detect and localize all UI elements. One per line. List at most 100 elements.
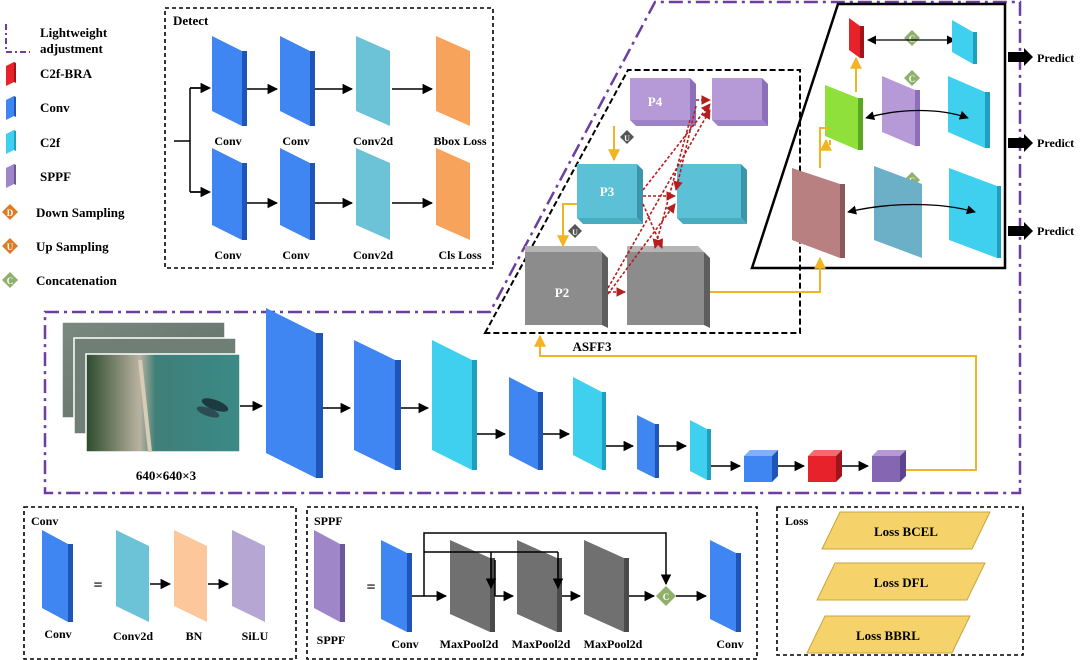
predict-arrow-icon (1008, 48, 1033, 66)
legend-label-up-sampling: Up Sampling (36, 239, 109, 254)
svg-text:C: C (909, 34, 916, 44)
predict-label-1: Predict (1037, 51, 1074, 65)
head-block: C C C (750, 2, 1007, 270)
asff-p3-out-block (677, 164, 747, 224)
svg-text:U: U (572, 228, 578, 237)
loss-item-box (821, 511, 991, 550)
svg-text:U: U (7, 242, 14, 252)
loss-item-box (816, 562, 986, 601)
red-block-icon (6, 62, 16, 86)
sppf-label: SPPF (317, 633, 346, 647)
detect-row2-label-3: Conv2d (353, 248, 393, 262)
loss-panel: Loss Loss BCEL Loss DFL Loss BBRL (776, 506, 1024, 656)
head-c2f-block (952, 20, 977, 64)
asff-to-head-arrow (710, 256, 826, 293)
bn-block (174, 530, 207, 622)
legend-label-sppf: SPPF (40, 169, 71, 184)
detect-conv2d-block (356, 36, 390, 126)
svg-text:C: C (909, 74, 916, 84)
predict-arrow-icon (1008, 222, 1033, 240)
legend-label-c2f: C2f (40, 135, 61, 150)
input-size-label: 640×640×3 (136, 468, 197, 483)
backbone-conv-block (354, 340, 401, 470)
legend-label-c2f-bra: C2f-BRA (40, 66, 93, 81)
backbone-c2f-block (690, 420, 711, 480)
lightweight-region-outline (43, 0, 1022, 495)
legend-label-conv: Conv (40, 100, 70, 115)
detect-row1-label-3: Conv2d (353, 134, 393, 148)
silu-label: SiLU (242, 629, 269, 643)
backbone-c2f-block (573, 377, 606, 470)
predict-outputs: Predict Predict Predict (1008, 48, 1074, 240)
detect-cls-loss-block (436, 148, 470, 240)
maxpool-block (584, 540, 629, 632)
legend-label-lightweight-1: Lightweight (40, 25, 108, 40)
predict-label-3: Predict (1037, 224, 1074, 238)
detect-row1-label-2: Conv (282, 134, 309, 148)
sppf-equals: = (366, 579, 375, 596)
maxpool-label-3: MaxPool2d (584, 637, 643, 651)
asff-p4-label: P4 (648, 94, 663, 109)
maxpool-label-2: MaxPool2d (512, 637, 571, 651)
purple-block-icon (6, 164, 16, 188)
sppf-conv-out-block (710, 540, 741, 632)
backbone-conv-block (266, 308, 323, 478)
input-image-stack (61, 321, 241, 453)
detect-row1-label-1: Conv (214, 134, 241, 148)
legend-label-lightweight-2: adjustment (40, 41, 104, 56)
silu-block (232, 530, 265, 622)
loss-item-label-2: Loss DFL (874, 575, 929, 590)
sppf-conv-in-label: Conv (391, 637, 418, 651)
maxpool-label-1: MaxPool2d (440, 637, 499, 651)
up-sampling-icon: U (620, 130, 634, 144)
asff-p2-label: P2 (555, 285, 569, 300)
backbone-conv-block (509, 377, 543, 470)
backbone-to-asff-arrow (534, 334, 977, 471)
backbone-c2f-bra-cube (808, 450, 842, 482)
concatenation-icon: C (2, 272, 18, 288)
head-c2f-block (948, 76, 990, 148)
conv-label: Conv (44, 627, 71, 641)
head-c2f-bra-block (849, 18, 864, 58)
conv-panel-title: Conv (31, 514, 58, 528)
predict-label-2: Predict (1037, 136, 1074, 150)
conv-panel: Conv Conv = Conv2d BN SiLU (23, 506, 297, 660)
sppf-conv-in-block (381, 540, 412, 632)
asff-p2-out-block (627, 246, 710, 328)
sppf-conv-out-label: Conv (716, 637, 743, 651)
conv-equals: = (93, 577, 102, 594)
backbone: 640×640×3 (61, 308, 977, 483)
head-green-block (825, 85, 863, 150)
maxpool-block (450, 540, 495, 632)
detect-panel: Detect Conv Conv Conv2d Bbox Loss Conv C… (164, 7, 494, 269)
up-sampling-icon: U (568, 224, 582, 238)
concatenation-icon: C (904, 30, 920, 46)
detect-row2-label-1: Conv (214, 248, 241, 262)
conv2d-label: Conv2d (113, 629, 153, 643)
predict-arrow-icon (1008, 134, 1033, 152)
svg-text:U: U (624, 134, 630, 143)
sppf-panel-title: SPPF (314, 514, 343, 528)
asff3-label: ASFF3 (573, 339, 613, 354)
dashdot-line-icon (5, 24, 30, 53)
detect-row2-label-4: Cls Loss (438, 248, 481, 262)
conv2d-block (116, 530, 149, 622)
asff-p2-block: P2 (525, 246, 608, 328)
up-sampling-icon: U (2, 238, 18, 254)
asff3-block: P4 P3 P2 (483, 69, 801, 354)
loss-item-label-1: Loss BCEL (874, 524, 938, 539)
asff-p4-block: P4 (630, 78, 696, 126)
loss-item-box (806, 615, 971, 654)
asff-p4-out-block (712, 78, 768, 126)
legend-label-down-sampling: Down Sampling (36, 205, 125, 220)
loss-item-label-3: Loss BBRL (856, 628, 920, 643)
detect-row1-label-4: Bbox Loss (433, 134, 486, 148)
backbone-c2f-block (432, 340, 477, 470)
maxpool-block (517, 540, 562, 632)
svg-text:C: C (663, 592, 670, 602)
conv-block (42, 530, 73, 622)
detect-title: Detect (173, 13, 209, 28)
detect-conv-block (280, 148, 315, 240)
detect-bbox-loss-block (436, 36, 470, 126)
down-sampling-icon: D (2, 204, 18, 220)
